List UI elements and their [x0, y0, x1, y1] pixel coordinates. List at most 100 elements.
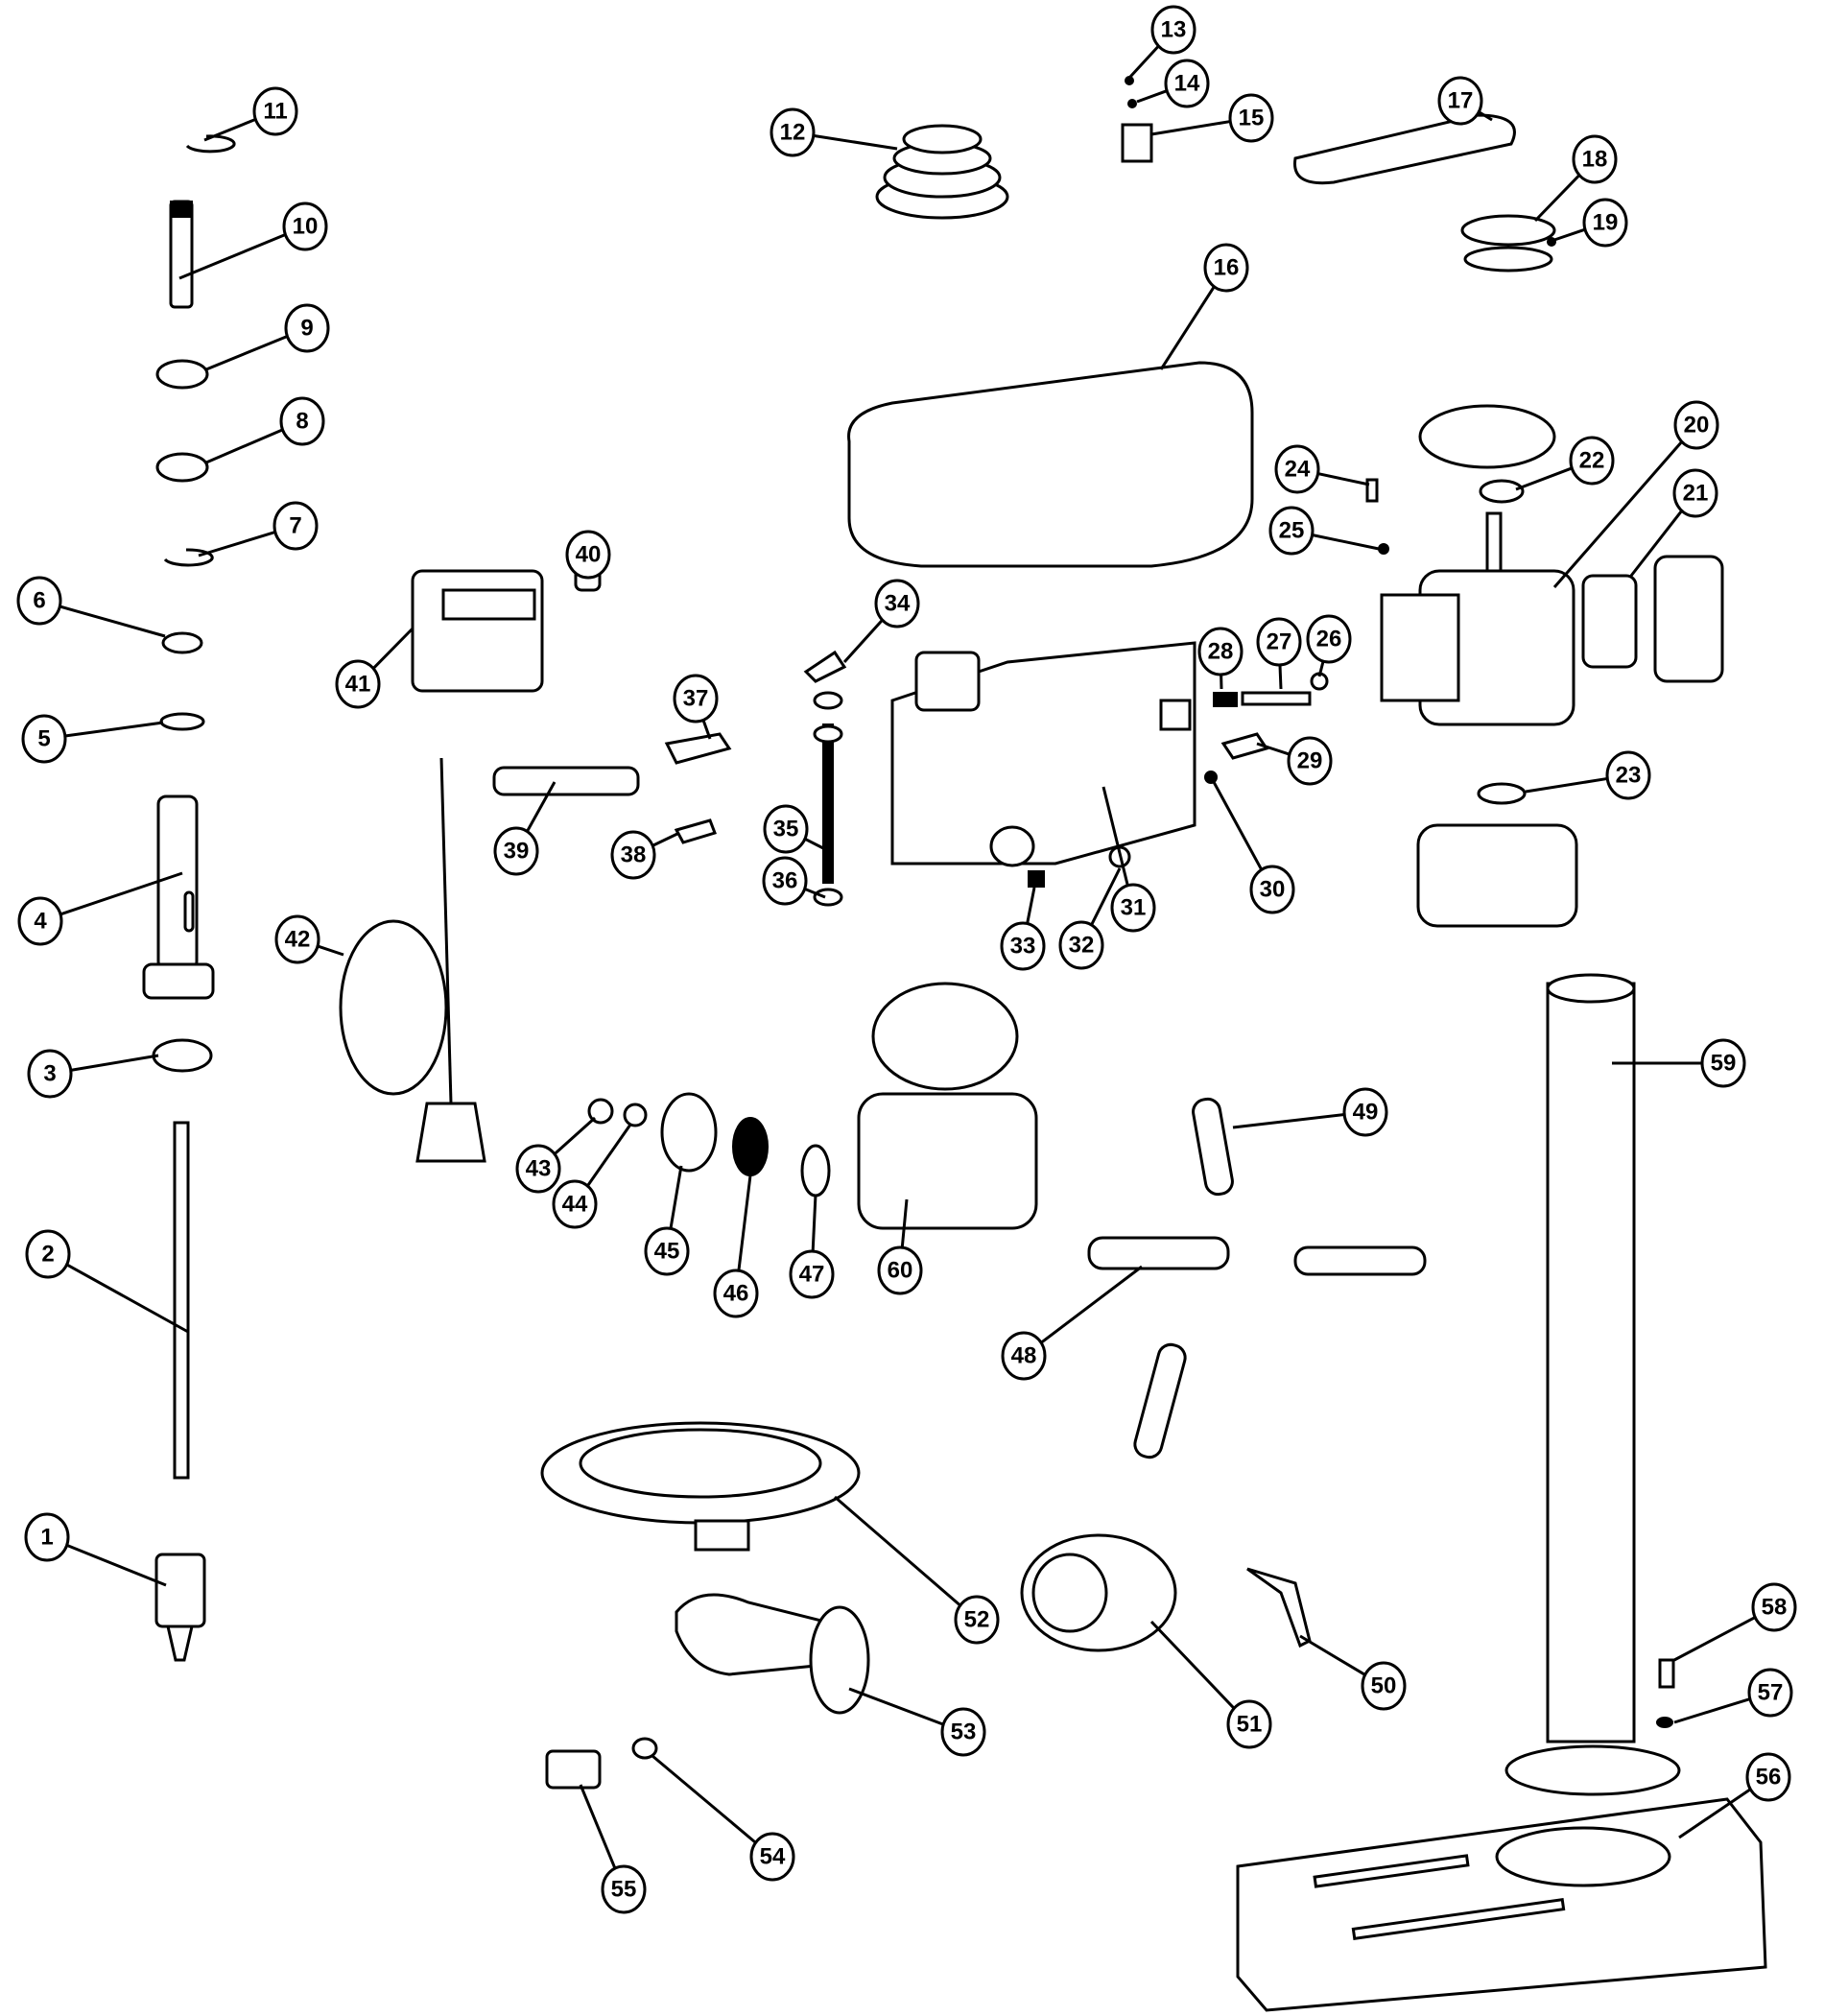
part-motor-end-bell	[1416, 823, 1578, 928]
callout-bubble	[877, 1245, 923, 1295]
callout-59: 59	[1700, 1038, 1746, 1088]
callout-number: 33	[1010, 934, 1036, 960]
leader-line-56	[1678, 1788, 1752, 1839]
leader-line-48	[1039, 1265, 1143, 1344]
callout-number: 48	[1011, 1343, 1037, 1369]
callout-number: 54	[760, 1844, 786, 1870]
callout-2: 2	[25, 1229, 71, 1279]
callout-number: 49	[1353, 1100, 1379, 1126]
part-retaining-ring-11	[185, 134, 236, 154]
leader-line-12	[813, 133, 898, 151]
callout-bubble	[1751, 1582, 1797, 1632]
callout-31: 31	[1110, 883, 1156, 933]
callout-bubble	[673, 674, 719, 723]
callout-number: 19	[1593, 210, 1619, 236]
part-set-screw-33	[1028, 870, 1045, 888]
part-quill-4	[156, 795, 199, 971]
leader-line-22	[1515, 466, 1573, 491]
callout-bubble	[565, 530, 611, 580]
callout-20: 20	[1673, 400, 1719, 450]
callout-10: 10	[282, 202, 328, 251]
callout-30: 30	[1249, 865, 1295, 914]
leader-line-55	[579, 1784, 617, 1871]
leader-line-46	[737, 1174, 752, 1273]
callout-bubble	[1437, 76, 1483, 126]
callout-bubble	[763, 804, 809, 854]
part-table-clamp-face-51	[1031, 1553, 1108, 1633]
part-cord-wire-42	[439, 757, 453, 1104]
callout-bubble	[493, 826, 539, 876]
part-washer-54	[631, 1737, 658, 1760]
leader-line-47	[811, 1194, 817, 1254]
part-base-slot-56b	[1351, 1898, 1566, 1940]
callout-number: 13	[1161, 17, 1187, 43]
part-washer-57	[1656, 1717, 1673, 1728]
callout-number: 51	[1237, 1712, 1263, 1738]
leader-line-15	[1150, 120, 1231, 136]
callout-41: 41	[335, 659, 381, 709]
callout-39: 39	[493, 826, 539, 876]
part-bearing-3	[152, 1038, 213, 1073]
leader-line-38	[651, 831, 680, 847]
callout-bubble	[1673, 400, 1719, 450]
part-motor-plate	[1380, 593, 1460, 702]
callout-bubble	[713, 1269, 759, 1318]
part-handle-49	[1192, 1097, 1234, 1197]
callout-48: 48	[1001, 1331, 1047, 1381]
leader-line-5	[64, 721, 164, 738]
part-nut-25	[1378, 543, 1389, 555]
part-head-boss-hole	[989, 825, 1035, 867]
leader-line-18	[1533, 173, 1581, 223]
leader-line-34	[842, 618, 885, 664]
callout-40: 40	[565, 530, 611, 580]
callout-43: 43	[515, 1144, 561, 1194]
part-screw-19	[1547, 237, 1556, 247]
part-crank-50	[1246, 1567, 1312, 1648]
callout-number: 35	[773, 817, 799, 842]
callout-bubble	[1228, 93, 1274, 143]
callout-number: 21	[1683, 481, 1709, 507]
callout-3: 3	[27, 1049, 73, 1099]
leader-line-51	[1149, 1620, 1236, 1711]
callout-number: 24	[1285, 457, 1311, 483]
callout-number: 41	[345, 672, 371, 698]
callout-number: 40	[576, 542, 602, 568]
callout-number: 5	[37, 726, 50, 752]
leader-line-45	[669, 1165, 683, 1231]
callout-number: 59	[1711, 1051, 1737, 1077]
part-base-slot-56	[1313, 1854, 1470, 1888]
part-screw-30	[1204, 771, 1218, 784]
callout-bubble	[1745, 1752, 1791, 1802]
callout-bubble	[279, 396, 325, 446]
callout-11: 11	[252, 86, 298, 136]
leader-line-54	[651, 1754, 758, 1844]
callout-number: 7	[289, 513, 301, 539]
callout-16: 16	[1203, 243, 1249, 293]
callout-number: 38	[621, 842, 647, 868]
leader-line-33	[1025, 887, 1036, 926]
callout-bubble	[1256, 617, 1302, 667]
callout-bubble	[1268, 506, 1315, 556]
callout-number: 44	[562, 1192, 588, 1218]
callout-number: 14	[1174, 71, 1200, 97]
leader-line-57	[1673, 1697, 1751, 1724]
callout-bubble	[1287, 736, 1333, 786]
leader-line-9	[205, 334, 289, 371]
part-column-top-59	[1546, 973, 1636, 1004]
callout-1: 1	[24, 1512, 70, 1562]
callout-bubble	[789, 1249, 835, 1299]
callout-42: 42	[274, 914, 320, 964]
part-bolt-24	[1365, 478, 1379, 503]
callout-number: 47	[799, 1262, 825, 1288]
leader-line-20	[1552, 439, 1684, 588]
callout-bubble	[1342, 1087, 1388, 1137]
leader-line-8	[205, 428, 284, 464]
leader-line-35	[803, 837, 826, 851]
callout-number: 9	[300, 316, 313, 342]
callout-bubble	[1197, 627, 1244, 676]
leader-line-37	[700, 718, 712, 740]
leader-line-23	[1525, 776, 1608, 794]
callout-bubble	[601, 1864, 647, 1914]
callout-bubble	[24, 1512, 70, 1562]
callout-bubble	[749, 1832, 795, 1882]
